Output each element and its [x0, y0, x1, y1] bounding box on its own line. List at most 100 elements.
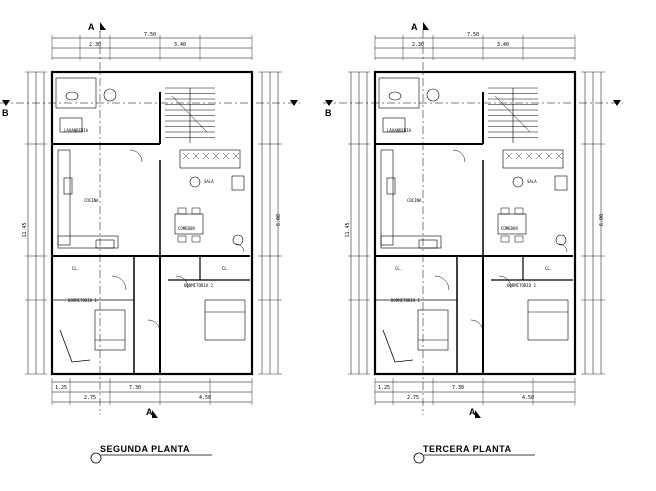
sink	[388, 91, 402, 101]
section-arrow	[613, 100, 621, 106]
stair-arrow	[494, 95, 531, 133]
door-swing	[175, 275, 189, 289]
sofa-cushion	[212, 152, 220, 160]
chair	[177, 235, 187, 243]
chair	[500, 207, 510, 215]
plant	[232, 234, 244, 246]
chair	[500, 235, 510, 243]
room-label-closet: CL.	[72, 266, 79, 271]
sofa-cushion	[192, 152, 200, 160]
bathroom	[55, 77, 97, 109]
kitchen-counter	[57, 235, 119, 249]
door-swing	[129, 149, 143, 163]
chair	[177, 207, 187, 215]
dimension-label: 7.30	[129, 385, 141, 391]
door-swing	[470, 319, 484, 333]
door-swing	[111, 275, 127, 291]
laundry-tub	[59, 117, 83, 133]
dimension-label: 7.30	[452, 385, 464, 391]
angled-wall	[59, 329, 91, 363]
plant	[555, 234, 567, 246]
angled-wall	[382, 329, 414, 363]
armchair	[554, 175, 568, 191]
bed	[527, 299, 569, 341]
sofa-cushion	[515, 152, 523, 160]
title-bubble	[413, 452, 425, 464]
dimension-label: 4.50	[522, 395, 534, 401]
sink	[65, 91, 79, 101]
section-label-side: B	[2, 108, 9, 118]
dimension-label: 11.45	[345, 222, 351, 237]
plan-title: SEGUNDA PLANTA	[100, 444, 190, 454]
sofa	[179, 149, 241, 169]
dimension-label: 11.45	[22, 222, 28, 237]
door-swing	[498, 275, 512, 289]
door-swing	[434, 275, 450, 291]
sofa-cushion	[505, 152, 513, 160]
sink	[418, 239, 438, 249]
sofa-cushion	[525, 152, 533, 160]
sofa-cushion	[202, 152, 210, 160]
section-label-bottom: A	[469, 407, 476, 417]
outer-wall	[373, 70, 577, 376]
kitchen-counter	[380, 235, 442, 249]
sofa-cushion	[182, 152, 190, 160]
chair	[514, 207, 524, 215]
chair	[514, 235, 524, 243]
room-label-lavanderia: LAVANDERIA	[64, 128, 89, 133]
bed	[94, 309, 126, 351]
sofa	[502, 149, 564, 169]
bathroom	[378, 77, 420, 109]
room-label-comedor: COMEDOR	[178, 226, 195, 231]
dimension-label: 6.00	[276, 214, 282, 226]
toilet	[426, 88, 440, 102]
dimension-label: 2.30	[412, 42, 424, 48]
section-arrow	[100, 22, 106, 30]
dimension-label: 3.40	[174, 42, 186, 48]
bed	[417, 309, 449, 351]
room-label-dormitorio-2: DORMITORIO 2	[507, 283, 536, 288]
dimension-label: 7.50	[144, 32, 156, 38]
door-swing	[235, 243, 245, 253]
door-swing	[147, 319, 161, 333]
dimension-label: 4.50	[199, 395, 211, 401]
room-label-lavanderia: LAVANDERIA	[387, 128, 412, 133]
sink	[95, 239, 115, 249]
stove	[63, 177, 73, 195]
room-label-closet: CL.	[395, 266, 402, 271]
chair	[191, 207, 201, 215]
dimension-label: 6.00	[599, 214, 605, 226]
room-label-dormitorio-1: DORMITORIO 1	[68, 298, 97, 303]
sofa-cushion	[545, 152, 553, 160]
dining-table	[497, 213, 527, 235]
dimension-label: 2.75	[84, 395, 96, 401]
room-label-cocina: COCINA	[407, 198, 422, 203]
stove	[386, 177, 396, 195]
section-label-top: A	[411, 22, 418, 32]
title-bubble	[90, 452, 102, 464]
laundry-tub	[382, 117, 406, 133]
plant	[512, 176, 524, 188]
section-arrow	[2, 100, 10, 106]
section-arrow	[152, 410, 158, 418]
outer-wall	[50, 70, 254, 376]
dimension-label: 2.30	[89, 42, 101, 48]
chair	[191, 235, 201, 243]
plan-title: TERCERA PLANTA	[423, 444, 512, 454]
section-arrow	[475, 410, 481, 418]
room-label-comedor: COMEDOR	[501, 226, 518, 231]
room-label-dormitorio-2: DORMITORIO 2	[184, 283, 213, 288]
section-arrow	[290, 100, 298, 106]
dimension-label: 1.25	[55, 385, 67, 391]
dimension-label: 1.25	[378, 385, 390, 391]
dimension-label: 7.50	[467, 32, 479, 38]
section-label-top: A	[88, 22, 95, 32]
dimension-label: 2.75	[407, 395, 419, 401]
toilet	[103, 88, 117, 102]
section-label-side: B	[325, 108, 332, 118]
plant	[189, 176, 201, 188]
kitchen-counter	[57, 149, 71, 246]
